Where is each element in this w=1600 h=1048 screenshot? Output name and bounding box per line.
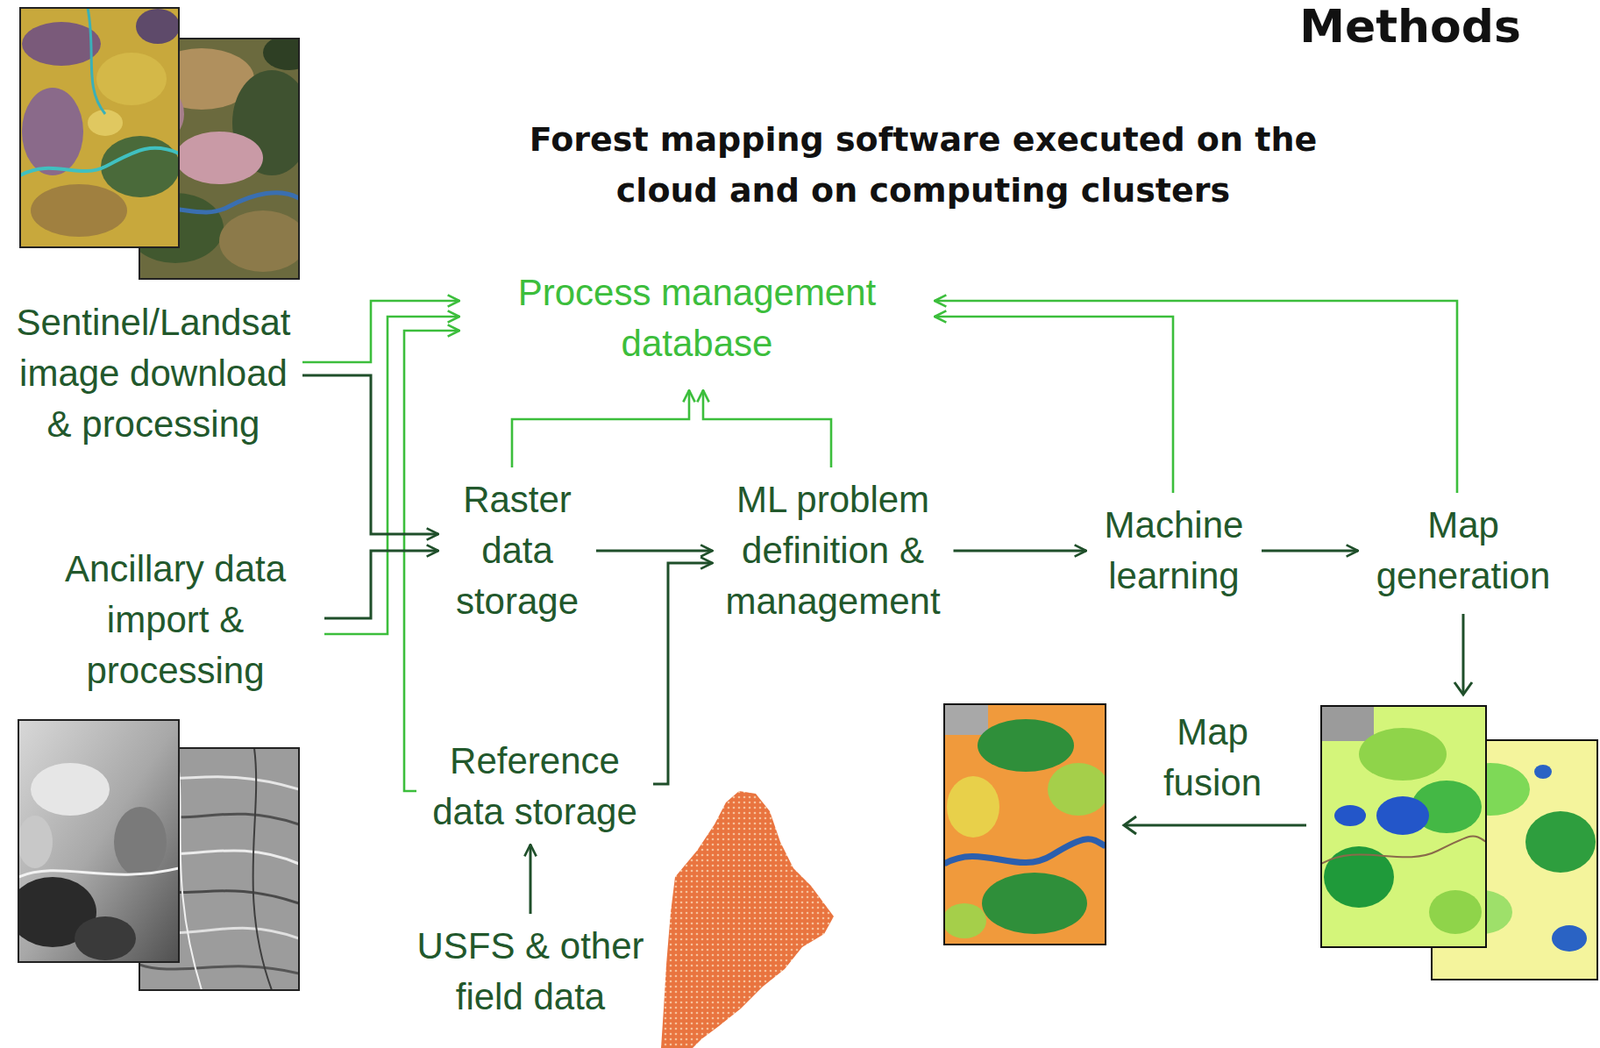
- fused-map-image: [944, 704, 1106, 945]
- plot-map: [661, 790, 834, 1048]
- map-image: [1534, 764, 1552, 779]
- map-image: [1429, 889, 1482, 934]
- flow-connector: [302, 375, 439, 534]
- terrain-image: [18, 867, 179, 877]
- flow-connector: [653, 562, 713, 784]
- terrain-image: [18, 719, 179, 962]
- flow-connector: [404, 330, 460, 791]
- flow-connector: [934, 316, 1174, 493]
- node-text: Process management database: [508, 267, 886, 370]
- map-image: [1334, 804, 1366, 826]
- image-frame: [18, 719, 179, 962]
- slide-subtitle: Forest mapping software executed on the …: [493, 113, 1353, 216]
- map-image: [1321, 705, 1487, 947]
- node-text: Ancillary data import & processing: [35, 543, 316, 697]
- slide-title: Methods: [1299, 0, 1522, 53]
- flow-step: Raster data storage: [438, 467, 597, 634]
- satellite-image: [20, 7, 179, 248]
- image-frame: [944, 704, 1106, 945]
- terrain-image: [139, 964, 299, 974]
- node-text: Reference data storage: [425, 735, 645, 838]
- satellite-image: [219, 210, 299, 272]
- flow-step: Ancillary data import & processing: [26, 538, 325, 702]
- flow-connector: [953, 549, 1088, 553]
- flow-step: USFS & other field data: [398, 913, 662, 1030]
- image-frame: [20, 7, 179, 248]
- terrain-image: [30, 762, 110, 816]
- flow-arrow: [1462, 613, 1465, 693]
- fused-map-image: [944, 704, 989, 735]
- map-image: [1321, 705, 1374, 741]
- terrain-image: [252, 747, 272, 990]
- satellite-image: [135, 8, 179, 44]
- flow-step: Process management database: [459, 246, 935, 391]
- flow-connector: [324, 316, 460, 634]
- map-image: [1358, 727, 1447, 781]
- arrow-head: [1123, 816, 1137, 834]
- map-image: [1376, 796, 1430, 835]
- node-text: Sentinel/Landsat image download & proces…: [13, 297, 294, 450]
- satellite-image: [20, 7, 179, 248]
- flow-arrow: [1123, 824, 1307, 827]
- node-text: ML problem definition & management: [721, 474, 946, 627]
- flow-connector: [1261, 549, 1359, 553]
- terrain-image: [18, 815, 53, 868]
- fused-map-image: [944, 839, 1106, 864]
- fused-map-image: [944, 903, 987, 939]
- satellite-image: [87, 7, 106, 114]
- map-image: [1525, 810, 1596, 873]
- map-image: [1321, 835, 1487, 864]
- node-text: USFS & other field data: [407, 920, 654, 1023]
- flow-connector: [596, 549, 713, 553]
- connector-group: [302, 300, 1458, 914]
- flow-connector: [512, 390, 690, 468]
- flow-step: Map generation: [1358, 492, 1569, 609]
- satellite-image: [30, 184, 128, 237]
- map-image: [1321, 705, 1487, 947]
- terrain-image: [74, 916, 136, 960]
- fused-map-image: [1047, 762, 1106, 816]
- satellite-image: [100, 135, 179, 198]
- satellite-image: [175, 131, 264, 185]
- node-text: Raster data storage: [447, 474, 588, 627]
- satellite-image: [21, 87, 84, 176]
- flow-step: Sentinel/Landsat image download & proces…: [4, 291, 303, 456]
- satellite-image: [96, 52, 167, 106]
- satellite-image: [263, 38, 299, 71]
- arrow-head: [1454, 682, 1472, 695]
- map-image: [1551, 924, 1587, 952]
- flow-connector: [703, 390, 832, 468]
- flow-step: Reference data storage: [416, 728, 654, 845]
- node-text: Map generation: [1366, 499, 1560, 602]
- terrain-image: [113, 806, 167, 877]
- node-text: Machine learning: [1095, 499, 1253, 602]
- flow-connector: [324, 550, 439, 619]
- image-frame: [1321, 705, 1487, 947]
- fused-map-image: [981, 872, 1088, 934]
- flow-step: ML problem definition & management: [712, 467, 954, 634]
- flow-step: Machine learning: [1086, 492, 1262, 609]
- fused-map-image: [946, 775, 1000, 838]
- satellite-image: [20, 148, 179, 176]
- fused-map-image: [977, 718, 1074, 772]
- step-label: Map fusion: [1146, 706, 1279, 809]
- flow-connector: [529, 844, 533, 914]
- flow-connector: [934, 300, 1458, 493]
